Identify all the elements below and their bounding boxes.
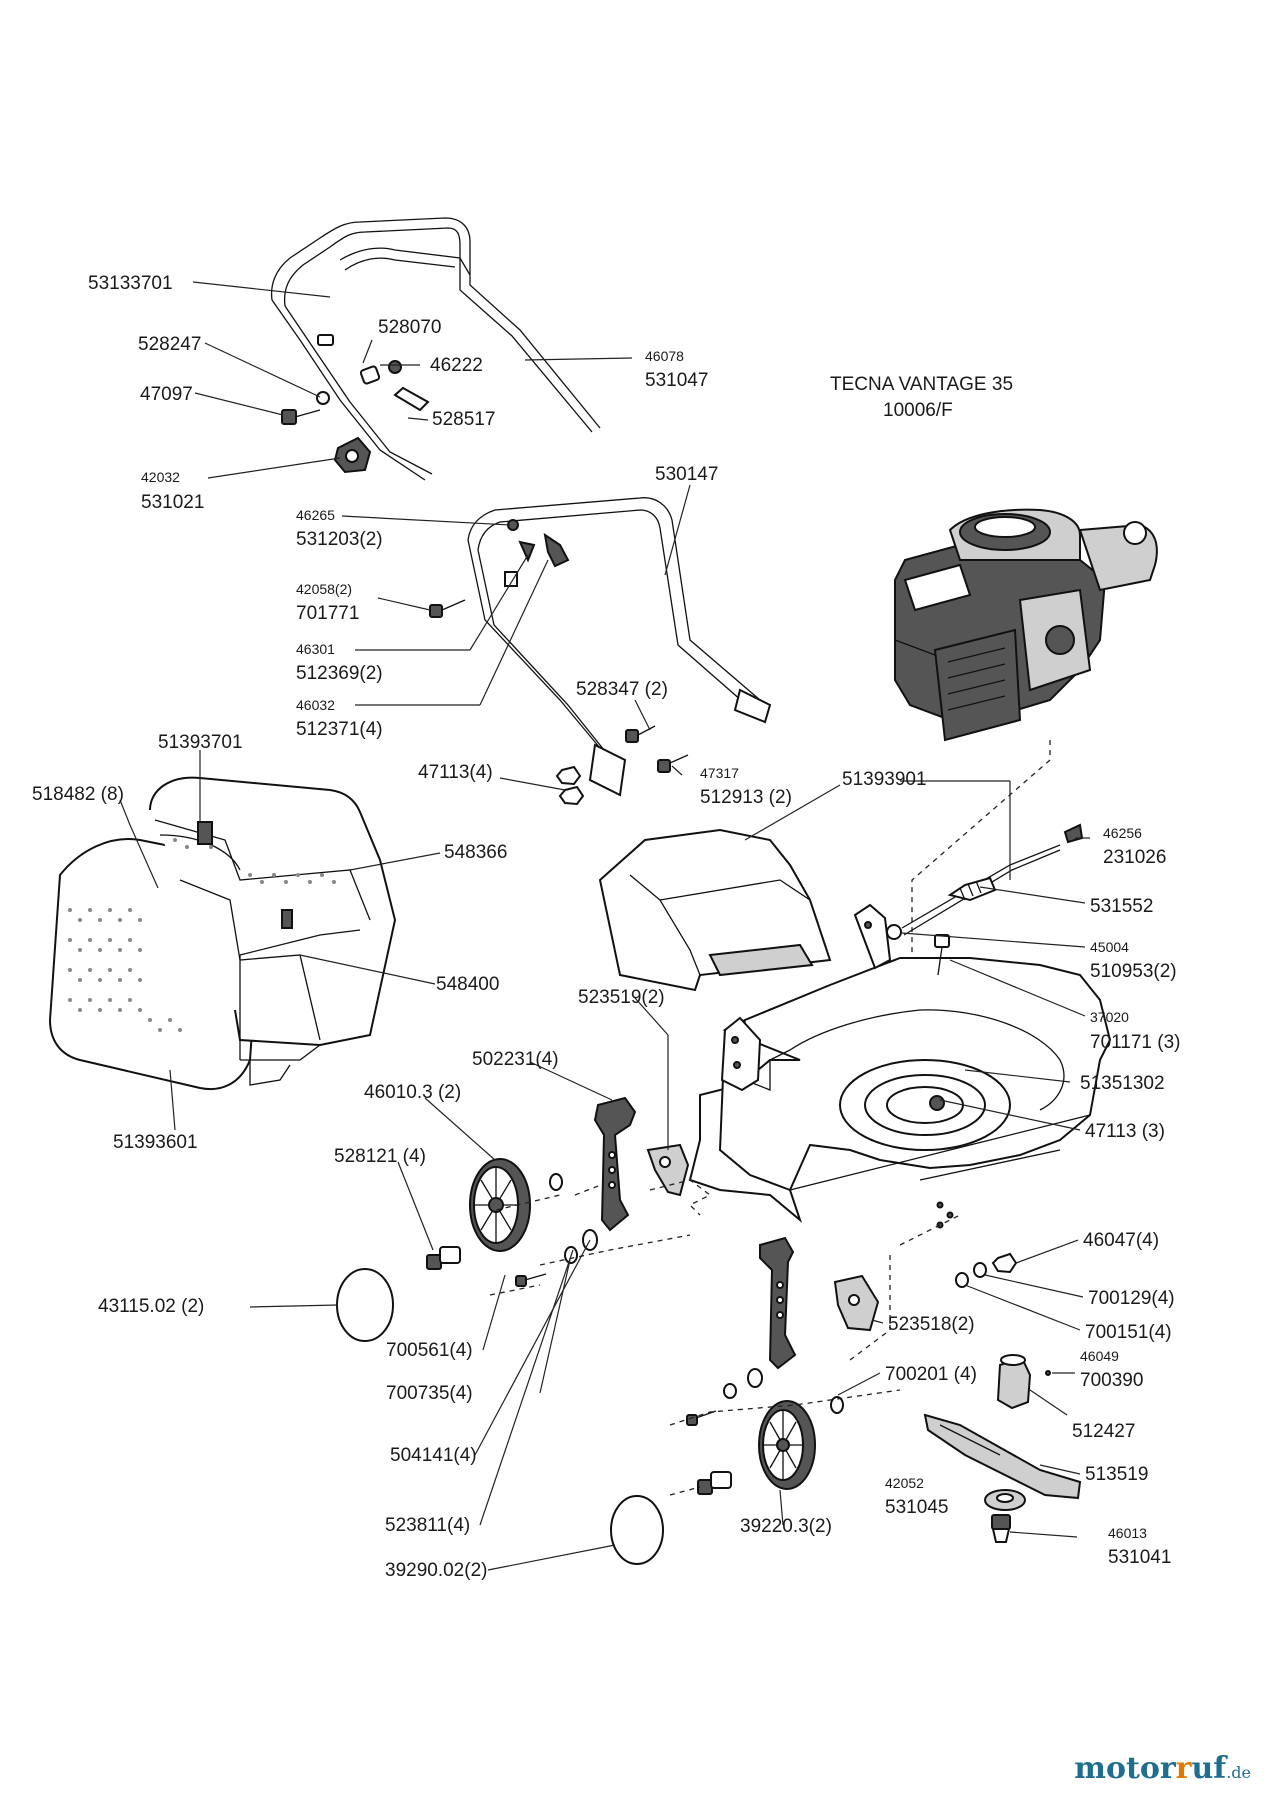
label-39220: 39220.3(2) (740, 1516, 832, 1537)
deck-bolt-37020 (934, 934, 950, 976)
blade-bolt-531041 (991, 1514, 1011, 1543)
label-502231: 502231(4) (472, 1049, 559, 1070)
label-523519: 523519(2) (578, 987, 665, 1008)
grass-catcher (48, 776, 397, 1090)
label-46010: 46010.3 (2) (364, 1082, 461, 1103)
label-42052: 42052 (885, 1475, 924, 1491)
bolts-lower (429, 599, 689, 806)
rear-deflector-51393901 (598, 828, 832, 992)
label-700735: 700735(4) (386, 1383, 473, 1404)
label-37020: 37020 (1090, 1009, 1129, 1025)
label-531021: 531021 (141, 492, 204, 513)
label-46301: 46301 (296, 641, 335, 657)
assembly-dashes (489, 1179, 961, 1496)
label-engine-model: TECNA VANTAGE 35 (830, 374, 1013, 395)
label-engine-code: 10006/F (883, 400, 953, 421)
label-528347: 528347 (2) (576, 679, 668, 700)
rear-wheel-39220 (758, 1400, 816, 1490)
label-47113-a: 47113(4) (418, 762, 493, 783)
label-42032: 42032 (141, 469, 180, 485)
height-lever-rear (759, 1236, 880, 1370)
label-531047: 531047 (645, 370, 708, 391)
label-47113-b: 47113 (3) (1085, 1121, 1165, 1142)
label-43115: 43115.02 (2) (98, 1296, 204, 1317)
label-701771: 701771 (296, 603, 359, 624)
deck-nuts (955, 1252, 1018, 1288)
label-51351302: 51351302 (1080, 1073, 1165, 1094)
label-46013: 46013 (1108, 1525, 1147, 1541)
upper-handle (270, 217, 601, 481)
hubcap-39290 (610, 1495, 664, 1565)
label-46256: 46256 (1103, 825, 1142, 841)
bag-mesh (68, 838, 336, 1032)
label-531045: 531045 (885, 1497, 948, 1518)
bolt-47097 (281, 409, 321, 425)
label-46265: 46265 (296, 507, 335, 523)
label-42058: 42058(2) (296, 581, 352, 597)
part-labels: 53133701 528247 528070 46222 47097 52851… (32, 273, 1181, 1581)
label-523811: 523811(4) (385, 1515, 470, 1536)
front-wheel-46010 (469, 1158, 531, 1252)
label-548366: 548366 (444, 842, 507, 863)
blade-adapter-512427 (996, 1354, 1032, 1410)
label-513519: 513519 (1085, 1464, 1148, 1485)
label-528247: 528247 (138, 334, 201, 355)
engine-tecna-vantage (894, 508, 1158, 742)
label-504141: 504141(4) (390, 1445, 477, 1466)
label-231026: 231026 (1103, 847, 1166, 868)
label-700561: 700561(4) (386, 1340, 473, 1361)
rear-axle-bolt (697, 1471, 732, 1495)
motoruf-watermark-logo: motorruf.de (1074, 1751, 1251, 1786)
label-51393901: 51393901 (842, 769, 927, 790)
label-47317: 47317 (700, 765, 739, 781)
label-531041: 531041 (1108, 1547, 1171, 1568)
height-lever-front (593, 1096, 690, 1232)
label-51393601: 51393601 (113, 1132, 198, 1153)
label-53133701: 53133701 (88, 273, 173, 294)
label-46032: 46032 (296, 697, 335, 713)
label-512427: 512427 (1072, 1421, 1135, 1442)
lower-handle (467, 497, 772, 797)
label-528121: 528121 (4) (334, 1146, 426, 1167)
label-523518: 523518(2) (888, 1314, 975, 1335)
label-531203: 531203(2) (296, 529, 383, 550)
label-700390: 700390 (1080, 1370, 1143, 1391)
leader-lines (119, 281, 1090, 1571)
rear-washers (686, 1368, 844, 1426)
label-45004: 45004 (1090, 939, 1129, 955)
front-washers (515, 1173, 598, 1287)
label-51393701: 51393701 (158, 732, 243, 753)
throttle-cable (886, 823, 1084, 940)
label-528517: 528517 (432, 409, 495, 430)
knob-531021 (333, 436, 372, 474)
label-46049: 46049 (1080, 1348, 1119, 1364)
label-700151: 700151(4) (1085, 1322, 1172, 1343)
label-512371: 512371(4) (296, 719, 383, 740)
label-47097: 47097 (140, 384, 193, 405)
label-700201: 700201 (4) (885, 1364, 977, 1385)
label-510953: 510953(2) (1090, 961, 1177, 982)
front-axle-bolt (426, 1246, 461, 1270)
label-700129: 700129(4) (1088, 1288, 1175, 1309)
label-528070: 528070 (378, 317, 441, 338)
label-39290: 39290.02(2) (385, 1560, 487, 1581)
label-530147: 530147 (655, 464, 718, 485)
label-518482: 518482 (8) (32, 784, 124, 805)
hubcap-43115 (336, 1268, 394, 1342)
label-46047: 46047(4) (1083, 1230, 1159, 1251)
blade-513519 (923, 1413, 1082, 1500)
label-512369: 512369(2) (296, 663, 383, 684)
label-701171: 701171 (3) (1090, 1032, 1181, 1053)
label-46078: 46078 (645, 348, 684, 364)
label-46222: 46222 (430, 355, 483, 376)
label-531552: 531552 (1090, 896, 1153, 917)
label-548400: 548400 (436, 974, 499, 995)
key-700390 (1045, 1370, 1051, 1376)
label-512913: 512913 (2) (700, 787, 792, 808)
